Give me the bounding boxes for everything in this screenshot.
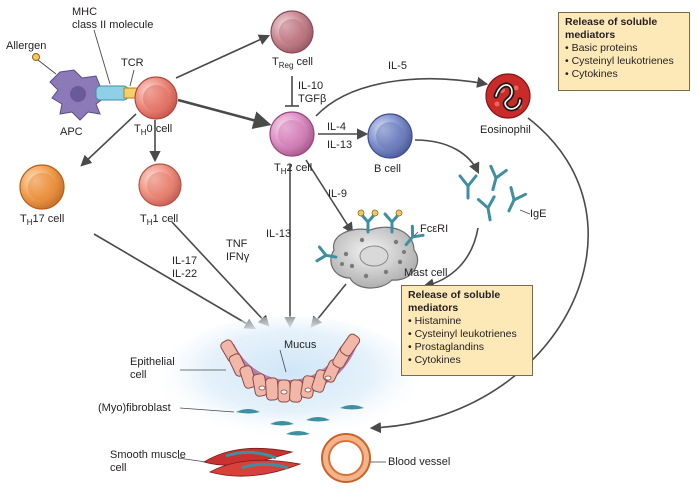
arrow-th0-to-th17 [80,113,137,167]
eosinophil-label: Eosinophil [480,124,531,136]
b-cell [367,113,413,159]
mastcell-label: Mast cell [404,267,448,279]
mhc-label-line1: MHC [72,6,98,18]
epithelial-label-line2: cell [130,369,147,381]
il10-label: IL-10 [298,80,324,92]
eosinophil-box-title-line1: Release of soluble [565,16,658,28]
mastcell-box-item: Cytokines [408,354,526,367]
il4-label: IL-4 [327,121,346,133]
mast-cell [315,209,425,289]
arrow-th17-to-tissue [93,233,256,330]
bcell-label: B cell [374,163,401,175]
th17-label: TH17 cell [20,213,65,228]
th0-label: TH0 cell [134,123,173,138]
th2-label: TH2 cell [274,162,313,177]
ige-label: IgE [530,208,547,220]
arrow-th1-to-tissue [171,221,270,327]
mastcell-box-item: Histamine [408,315,526,328]
th17-cell [19,164,65,210]
arrow-bcell-to-ige [414,139,480,175]
epithelial-label-line1: Epithelial [130,356,175,368]
apc-label: APC [60,126,83,138]
eosinophil-box-title-line2: mediators [565,29,616,41]
mhc-label-line2: class II molecule [72,19,154,31]
myofibroblast-label: (Myo)fibroblast [98,402,171,414]
arrow-ige-to-mastcell [422,227,479,290]
smooth-muscle-label-line1: Smooth muscle [110,449,186,461]
ige-antibodies [458,164,527,222]
mastcell-mediators-box: Release of soluble mediators Histamine C… [401,285,533,376]
eosinophil-box-item: Cytokines [565,68,683,81]
blood-vessel-label: Blood vessel [388,456,451,468]
mastcell-box-title-line2: mediators [408,302,459,314]
allergen-icon [32,53,40,61]
apc-cell [32,29,139,121]
allergen-label: Allergen [6,40,47,52]
blood-vessel [321,433,371,483]
eosinophil-cell [485,73,531,119]
th2-cell [269,111,315,157]
ifng-label: IFNγ [226,251,250,263]
arrow-th0-to-treg [175,34,271,79]
il17-label: IL-17 [172,255,198,267]
il22-label: IL-22 [172,268,198,280]
mucus-label: Mucus [284,339,317,351]
th0-cell [134,76,178,120]
tnf-label: TNF [226,238,248,250]
arrow-th2-to-eosinophil [315,76,489,117]
tcr-label: TCR [121,57,144,69]
apc-nucleus [70,86,86,102]
treg-cell [270,10,314,54]
treg-label: TReg cell [272,56,313,71]
il5-label: IL-5 [388,60,407,72]
arrows [80,34,589,434]
eosinophil-mediators-box: Release of soluble mediators Basic prote… [558,12,690,91]
eosinophil-box-item: Basic proteins [565,42,683,55]
il13-label-a: IL-13 [327,139,353,151]
il9-label: IL-9 [328,188,347,200]
tgfb-label: TGFβ [298,93,327,105]
th1-cell [138,163,182,207]
mastcell-box-item: Prostaglandins [408,341,526,354]
mastcell-box-title-line1: Release of soluble [408,289,501,301]
th1-label: TH1 cell [140,213,179,228]
il13-label-b: IL-13 [266,228,292,240]
mhc-molecule-icon [95,85,129,101]
arrow-th0-to-th2 [177,98,272,130]
smooth-muscle-label-line2: cell [110,462,127,474]
airway-tissue [160,316,420,483]
arrow-eosinophil-to-tissue [369,117,589,434]
arrow-th2-to-mastcell [305,159,354,234]
eosinophil-box-item: Cysteinyl leukotrienes [565,55,683,68]
smooth-muscle-cells [203,447,302,477]
mastcell-box-item: Cysteinyl leukotrienes [408,328,526,341]
fceri-label: FcεRI [420,223,449,235]
